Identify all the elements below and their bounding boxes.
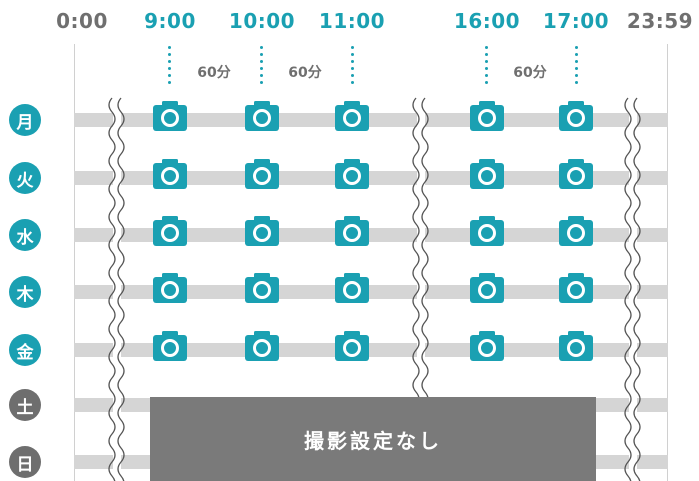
day-row-band — [74, 171, 668, 185]
dotted-marker — [260, 46, 263, 88]
day-row-band — [74, 343, 668, 357]
time-label-1600: 16:00 — [453, 9, 521, 33]
time-label-0000: 0:00 — [56, 9, 108, 33]
camera-icon — [153, 216, 187, 250]
day-badge-sat: 土 — [9, 389, 41, 421]
day-row-band — [74, 113, 668, 127]
time-label-1000: 10:00 — [228, 9, 296, 33]
break-line — [108, 97, 116, 481]
camera-icon — [153, 331, 187, 365]
camera-icon — [335, 331, 369, 365]
camera-icon — [335, 273, 369, 307]
camera-icon — [153, 273, 187, 307]
day-badge-sun: 日 — [9, 446, 41, 478]
no-capture-setting-panel: 撮影設定なし — [150, 397, 596, 481]
dotted-marker — [485, 46, 488, 88]
time-label-1100: 11:00 — [318, 9, 386, 33]
camera-icon — [245, 216, 279, 250]
camera-icon — [335, 159, 369, 193]
camera-icon — [245, 331, 279, 365]
dotted-marker — [351, 46, 354, 88]
break-line — [624, 97, 632, 481]
interval-label: 60分 — [513, 65, 547, 81]
timeline-start-line — [74, 44, 75, 481]
camera-icon — [470, 101, 504, 135]
camera-icon — [245, 273, 279, 307]
camera-icon — [245, 159, 279, 193]
camera-icon — [470, 159, 504, 193]
dotted-marker — [168, 46, 171, 88]
day-row-band — [74, 285, 668, 299]
timeline-end-line — [667, 44, 668, 481]
day-row-band — [74, 228, 668, 242]
camera-icon — [335, 101, 369, 135]
break-line — [117, 97, 125, 481]
camera-icon — [470, 273, 504, 307]
interval-label: 60分 — [288, 65, 322, 81]
day-badge-wed: 水 — [9, 219, 41, 251]
camera-icon — [559, 331, 593, 365]
time-label-1700: 17:00 — [542, 9, 610, 33]
camera-icon — [559, 101, 593, 135]
camera-icon — [153, 101, 187, 135]
time-label-2359: 23:59 — [626, 9, 694, 33]
camera-icon — [559, 273, 593, 307]
camera-icon — [470, 216, 504, 250]
camera-icon — [559, 159, 593, 193]
day-badge-tue: 火 — [9, 162, 41, 194]
camera-icon — [153, 159, 187, 193]
day-badge-mon: 月 — [9, 104, 41, 136]
camera-icon — [559, 216, 593, 250]
time-label-0900: 9:00 — [144, 9, 196, 33]
day-badge-thu: 木 — [9, 276, 41, 308]
break-line — [633, 97, 641, 481]
interval-label: 60分 — [197, 65, 231, 81]
camera-icon — [245, 101, 279, 135]
day-badge-fri: 金 — [9, 334, 41, 366]
camera-icon — [470, 331, 504, 365]
dotted-marker — [575, 46, 578, 88]
camera-icon — [335, 216, 369, 250]
